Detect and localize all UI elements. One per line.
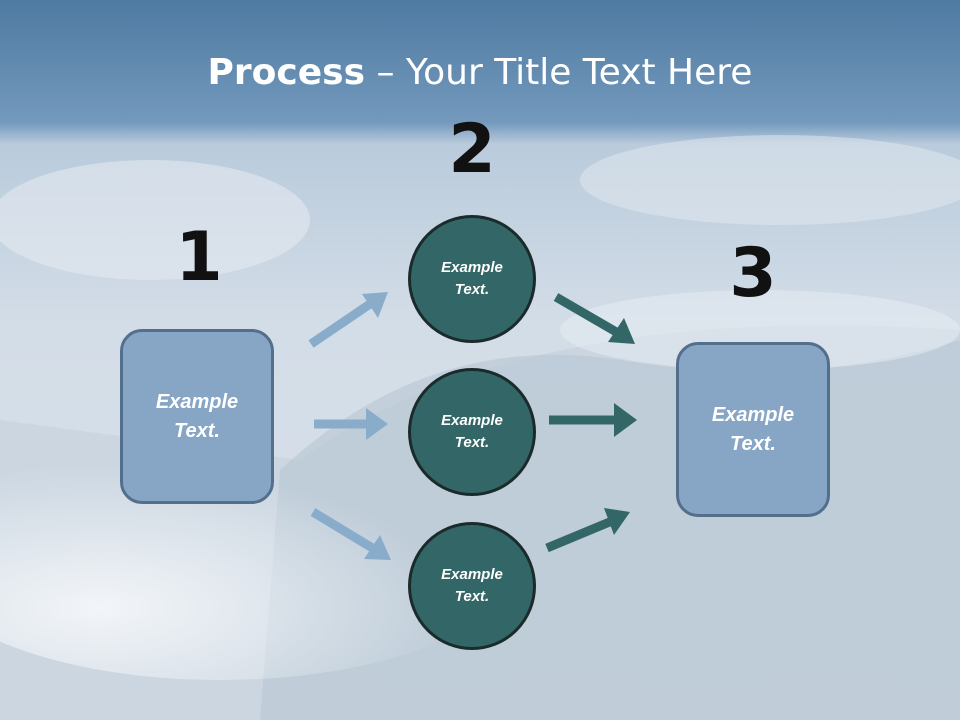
arrow-right-up [545, 508, 630, 553]
arrow-right-middle [549, 403, 637, 437]
bottom-circle-text: Example Text. [441, 565, 503, 606]
top-circle-text: Example Text. [441, 258, 503, 299]
step-number-3: 3 [729, 234, 777, 313]
arrow-left-down [310, 508, 391, 560]
slide-title: Process – Your Title Text Here [0, 52, 960, 93]
arrow-right-down [553, 293, 635, 344]
step-number-1: 1 [175, 218, 223, 297]
right-box-text: Example Text. [711, 403, 795, 455]
step-number-2: 2 [448, 110, 496, 189]
top-circle: Example Text. [408, 215, 536, 343]
arrow-left-up [308, 292, 388, 348]
bottom-circle: Example Text. [408, 522, 536, 650]
left-process-box: Example Text. [120, 329, 274, 504]
middle-circle: Example Text. [408, 368, 536, 496]
title-rest: – Your Title Text Here [365, 52, 753, 93]
middle-circle-text: Example Text. [441, 411, 503, 452]
title-bold: Process [207, 52, 366, 93]
left-box-text: Example Text. [155, 390, 239, 442]
right-process-box: Example Text. [676, 342, 830, 517]
arrow-left-middle [314, 408, 388, 440]
